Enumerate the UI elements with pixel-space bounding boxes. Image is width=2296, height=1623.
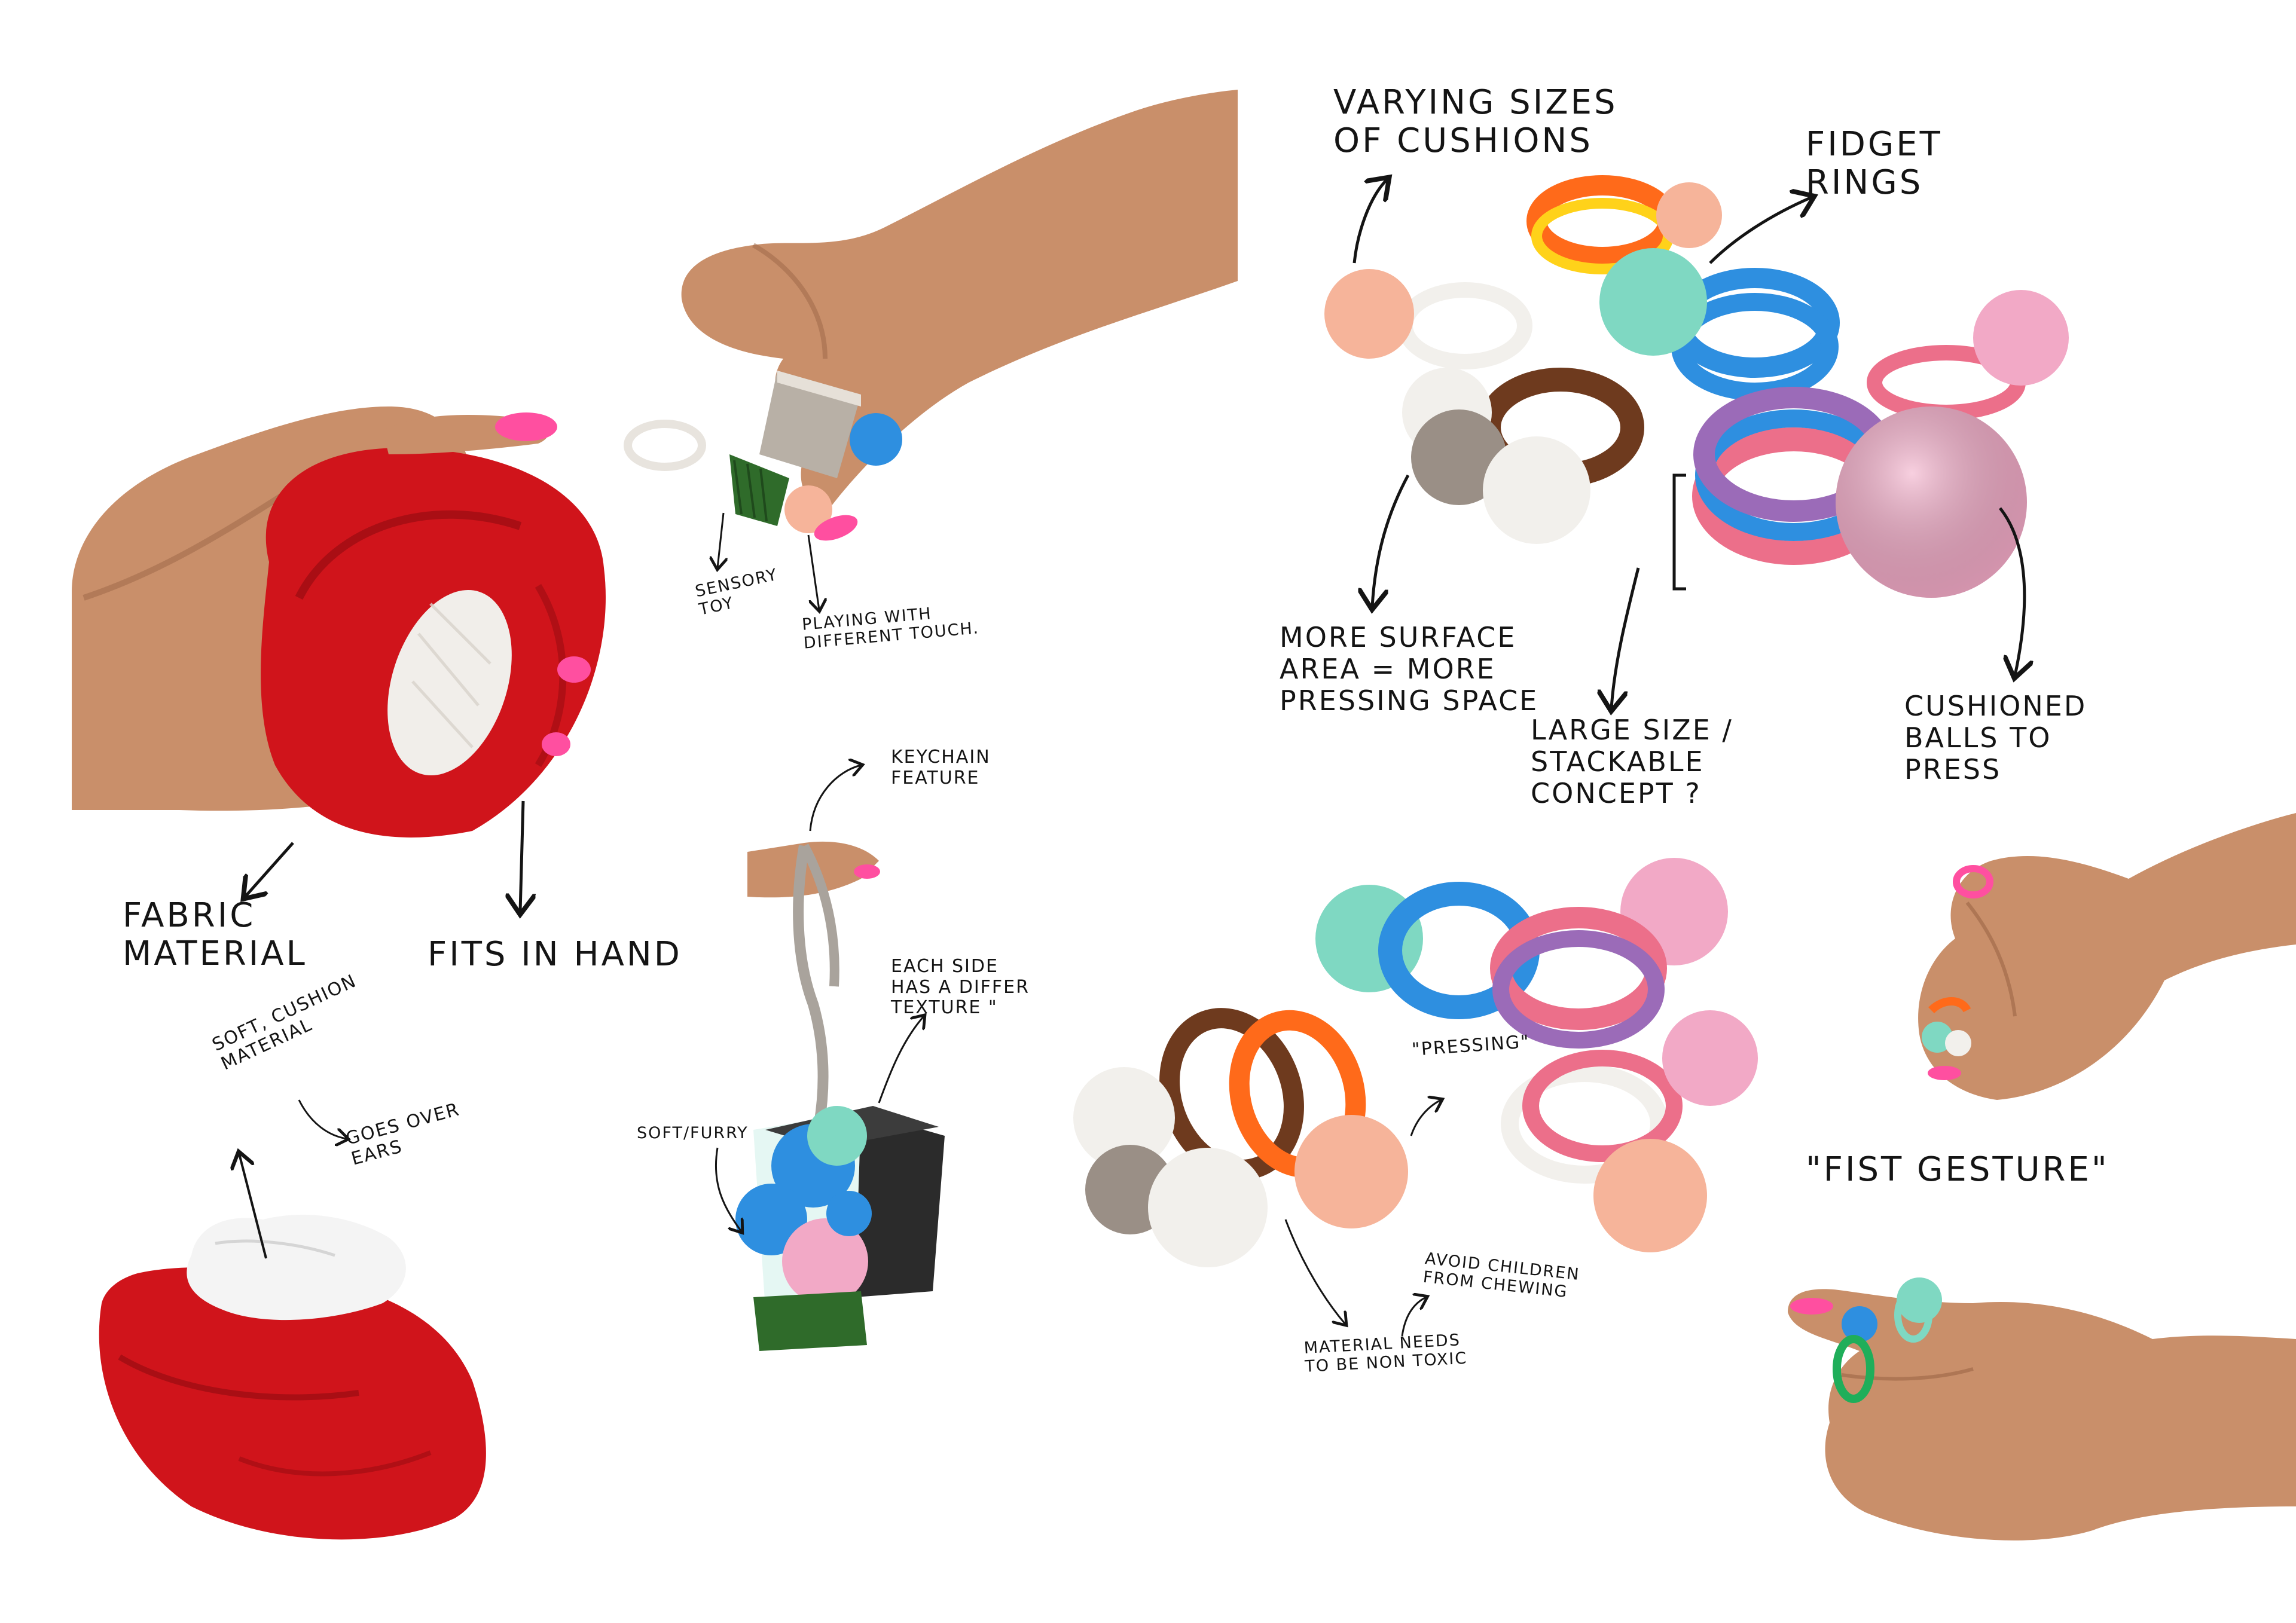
photo-hand-holding-sensory-toy xyxy=(624,90,1238,541)
arrow-large-size xyxy=(1611,567,1640,708)
arrow-fits xyxy=(520,800,523,912)
arrow-sensory xyxy=(718,512,723,568)
label-fidget-rings: FIDGET RINGS xyxy=(1806,125,1943,203)
arrow-goes-over-ears xyxy=(298,1099,347,1139)
arrow-fidget-rings xyxy=(1709,197,1812,264)
photo-fidget-rings-collection xyxy=(1324,175,2069,598)
bracket-stackable xyxy=(1672,473,1686,591)
photo-rings-pressing xyxy=(1073,858,1758,1267)
arrow-more-surface xyxy=(1372,474,1410,607)
label-each-side-texture: EACH SIDE HAS A DIFFER TEXTURE " xyxy=(891,956,1030,1018)
photo-hand-squeezing-red-toy xyxy=(72,406,606,838)
photo-fist-gesture-top xyxy=(1918,813,2296,1100)
arrow-fabric xyxy=(245,842,294,897)
photo-fist-gesture-bottom xyxy=(1788,1277,2296,1541)
label-large-size-stackable: LARGE SIZE / STACKABLE CONCEPT ? xyxy=(1531,714,1733,809)
label-fist-gesture: "FIST GESTURE" xyxy=(1806,1150,2109,1189)
arrow-each-side xyxy=(878,1016,924,1104)
arrow-varying-sizes xyxy=(1352,179,1387,264)
arrow-pressing xyxy=(1410,1100,1441,1136)
arrow-avoid-chewing xyxy=(1401,1297,1426,1337)
arrow-non-toxic xyxy=(1284,1219,1345,1324)
photo-keychain-cube xyxy=(735,841,945,1351)
arrow-soft-furry xyxy=(715,1147,741,1231)
arrow-cushioned xyxy=(1999,507,2025,676)
label-soft-furry: SOFT/FURRY xyxy=(637,1124,749,1142)
label-fits-in-hand: FITS IN HAND xyxy=(428,935,682,974)
label-varying-sizes: VARYING SIZES OF CUSHIONS xyxy=(1333,83,1618,161)
photo-red-ear-cushion xyxy=(99,1214,486,1540)
arrow-soft-cushion xyxy=(239,1154,267,1259)
arrow-playing xyxy=(807,534,819,610)
label-cushioned-balls: CUSHIONED BALLS TO PRESS xyxy=(1904,690,2087,785)
label-more-surface-area: MORE SURFACE AREA = MORE PRESSING SPACE xyxy=(1280,621,1539,717)
label-keychain-feature: KEYCHAIN FEATURE xyxy=(891,747,991,788)
arrow-keychain xyxy=(809,765,861,832)
label-fabric-material: FABRIC MATERIAL xyxy=(123,896,307,974)
